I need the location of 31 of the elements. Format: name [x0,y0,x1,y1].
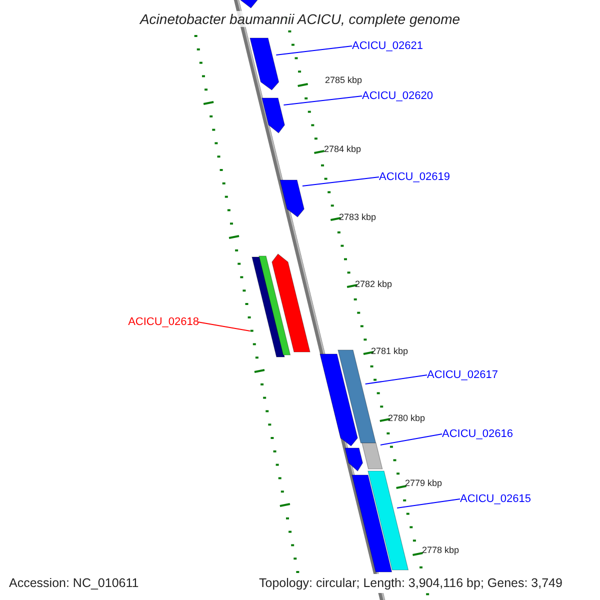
footer-text: Topology: circular; Length: 3,904,116 bp; Genes: 3,749 [259,574,562,593]
scale-label: 2784 kbp [324,143,362,156]
scale-label: 2785 kbp [325,74,362,87]
gene-bar [320,354,360,446]
gene-label: ACICU_02616 [442,427,522,441]
title: Acinetobacter baumannii ACICU, complete genome [0,9,600,30]
scale-label: 2783 kbp [339,211,376,224]
scale-label: 2779 kbp [405,477,442,490]
gene-bar [250,38,281,90]
gene-label: ACICU_02619 [379,170,459,184]
gene-bar [352,475,392,572]
gene-label: ACICU_02620 [362,89,442,103]
scale-label: 2778 kbp [422,544,460,557]
leader-line [276,46,352,56]
scale-label: 2781 kbp [371,345,408,358]
gene-label: ACICU_02615 [460,492,540,506]
gene-label: ACICU_02618 [119,315,199,329]
gene-bar [252,254,310,357]
gene-bar [362,443,382,469]
gene-bar [280,180,306,217]
gene-bar [262,98,287,133]
leader-line [364,374,428,384]
gene-label: ACICU_02621 [352,39,432,53]
gene-bar [345,448,365,471]
scale-label: 2782 kbp [355,278,392,291]
gene-label: ACICU_02617 [427,368,507,382]
leader-line [302,176,380,186]
leader-line [283,96,362,106]
leader-line [198,322,250,332]
scale-label: 2780 kbp [388,412,426,425]
leader-line [396,498,460,508]
